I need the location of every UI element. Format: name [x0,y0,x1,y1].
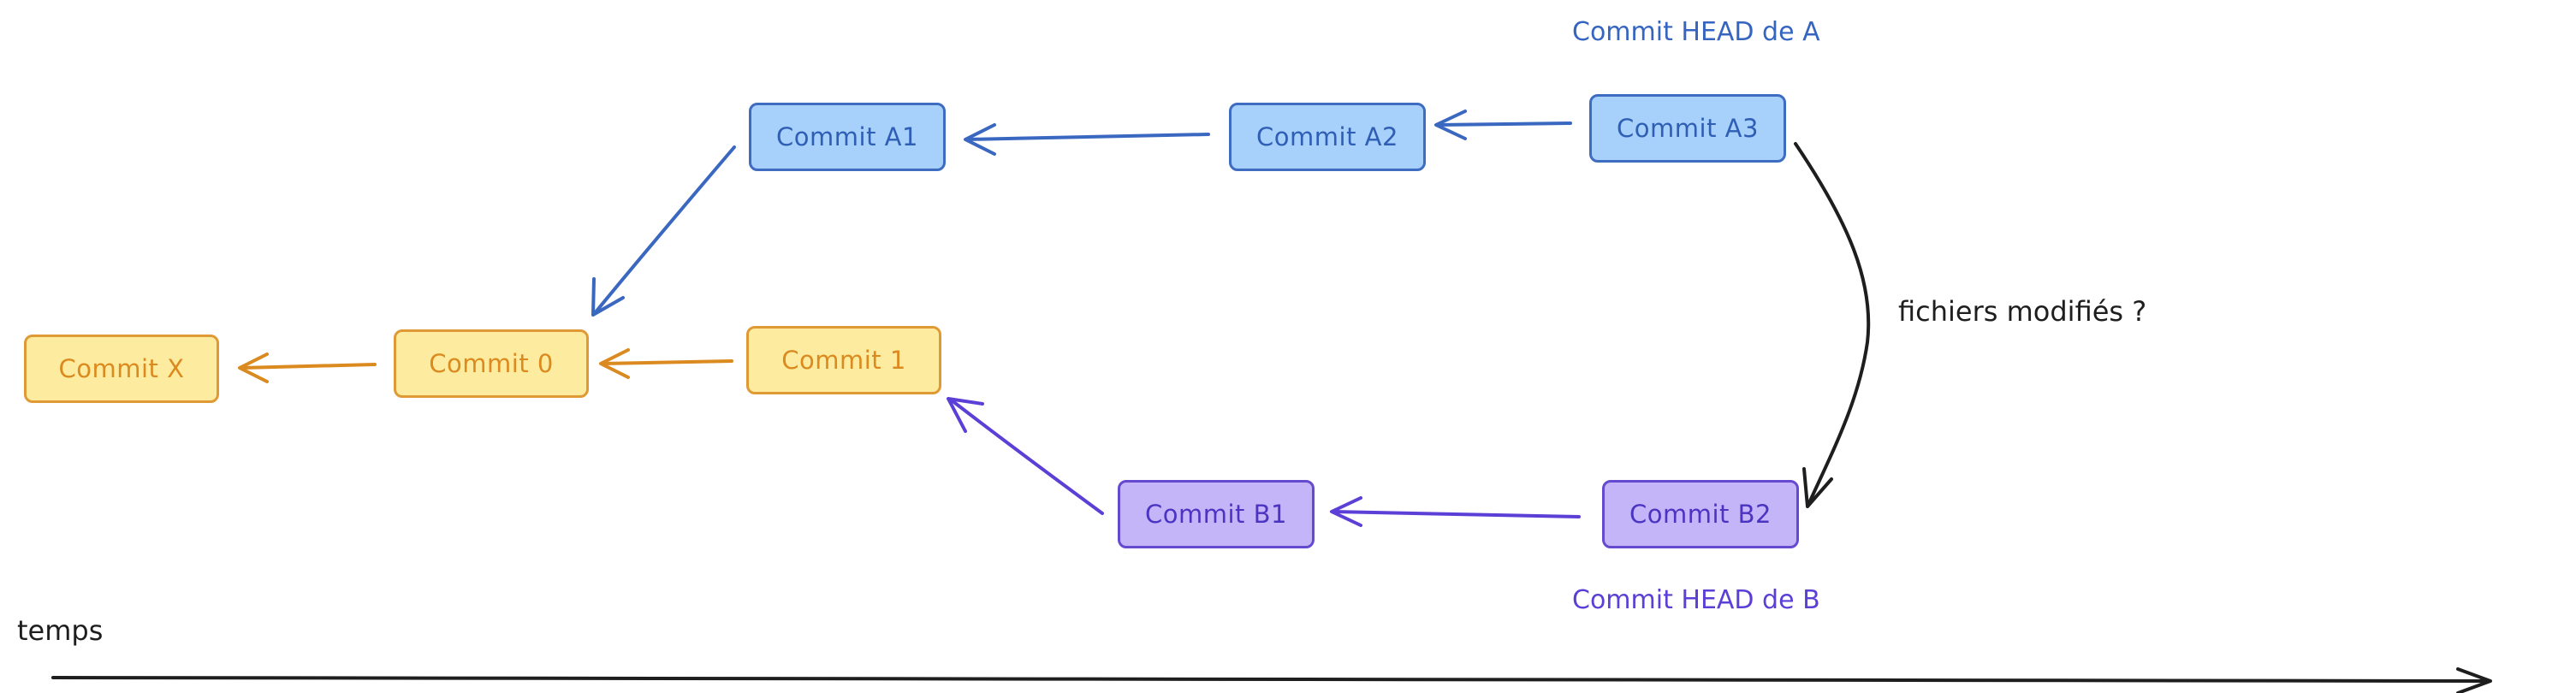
commit-a2-node: Commit A2 [1229,103,1426,171]
commit-b1-node: Commit B1 [1118,480,1315,548]
edge-commit-a3-to-commit-a2 [1434,110,1572,140]
commit-x-node: Commit X [24,335,219,403]
modified-files-label: fichiers modifiés ? [1898,295,2147,328]
commit-a1-node: Commit A1 [749,103,946,171]
edge-commit-b2-to-commit-b1 [1330,496,1581,527]
edge-commit-a3-to-commit-b2 [1794,142,1871,508]
time-axis-label: temps [17,614,104,647]
edge-commit-1-to-commit-0 [599,348,733,379]
commit-a3-node: Commit A3 [1589,94,1786,163]
edge-commit-0-to-commit-x [238,352,377,383]
edge-commit-a1-to-commit-0 [591,145,736,317]
edge-commit-b1-to-commit-1 [947,397,1104,515]
commit-1-node: Commit 1 [746,326,941,394]
commit-0-node: Commit 0 [394,329,589,398]
head-a-label: Commit HEAD de A [1572,17,1820,47]
head-b-label: Commit HEAD de B [1572,585,1820,615]
commit-b2-node: Commit B2 [1602,480,1799,548]
time-axis [51,667,2492,693]
edge-commit-a2-to-commit-a1 [964,123,1210,156]
